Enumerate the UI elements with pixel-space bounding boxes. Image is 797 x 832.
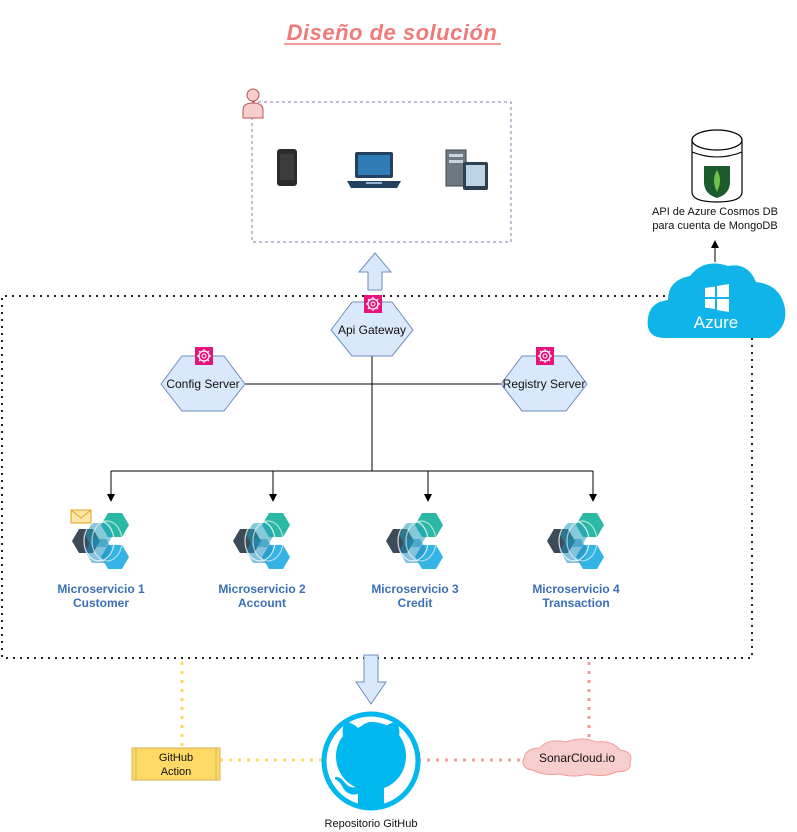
ms2-line2: Account — [238, 596, 286, 610]
system-boundary — [1, 295, 753, 659]
config-server-node[interactable]: Config Server — [160, 355, 246, 412]
mail-icon — [70, 509, 92, 524]
azure-cloud[interactable]: Azure — [647, 263, 786, 338]
mongodb-icon — [704, 166, 730, 198]
ms4-line1: Microservicio 4 — [532, 582, 620, 596]
clients-box — [251, 101, 512, 243]
action-line1: GitHub — [159, 752, 193, 764]
api-gateway-label: Api Gateway — [338, 323, 406, 337]
windows-icon — [705, 284, 729, 312]
gear-icon — [363, 294, 383, 314]
arrow-gateway-to-clients — [357, 252, 393, 291]
server-icon — [445, 149, 488, 190]
microservice-4-node[interactable]: Microservicio 4 Transaction — [532, 512, 620, 610]
ms1-line2: Customer — [73, 596, 129, 610]
ms4-line2: Transaction — [542, 596, 609, 610]
api-gateway-node[interactable]: Api Gateway — [330, 301, 414, 357]
gear-icon — [535, 346, 555, 366]
user-icon — [242, 88, 264, 119]
azure-label: Azure — [694, 313, 738, 332]
laptop-icon — [347, 152, 401, 188]
microservice-hex-icon — [546, 512, 605, 570]
microservice-3-node[interactable]: Microservicio 3 Credit — [371, 512, 459, 610]
mongodb-cylinder[interactable] — [691, 129, 743, 203]
registry-server-label: Registry Server — [503, 377, 586, 391]
ms3-line2: Credit — [398, 596, 433, 610]
ms2-line1: Microservicio 2 — [218, 582, 306, 596]
sonarcloud-node[interactable]: SonarCloud.io — [522, 738, 632, 777]
microservice-1-node[interactable]: Microservicio 1 Customer — [57, 512, 145, 610]
registry-server-node[interactable]: Registry Server — [500, 355, 588, 412]
mobile-icon — [277, 149, 297, 186]
cosmos-label-line1: API de Azure Cosmos DB — [652, 206, 778, 218]
config-server-label: Config Server — [166, 377, 239, 391]
microservice-2-node[interactable]: Microservicio 2 Account — [218, 512, 306, 610]
arrow-to-github — [355, 654, 387, 705]
action-line2: Action — [161, 766, 192, 778]
cosmos-label-line2: para cuenta de MongoDB — [652, 220, 777, 232]
gear-icon — [194, 346, 214, 366]
ms1-line1: Microservicio 1 — [57, 582, 145, 596]
microservice-hex-icon — [385, 512, 444, 570]
page-title: Diseño de solución — [287, 20, 498, 45]
github-icon[interactable] — [321, 711, 421, 811]
ms3-line1: Microservicio 3 — [371, 582, 459, 596]
sonarcloud-label: SonarCloud.io — [539, 751, 615, 765]
repo-label: Repositorio GitHub — [325, 818, 418, 830]
github-action-node[interactable]: GitHub Action — [131, 747, 221, 781]
microservice-hex-icon — [232, 512, 291, 570]
